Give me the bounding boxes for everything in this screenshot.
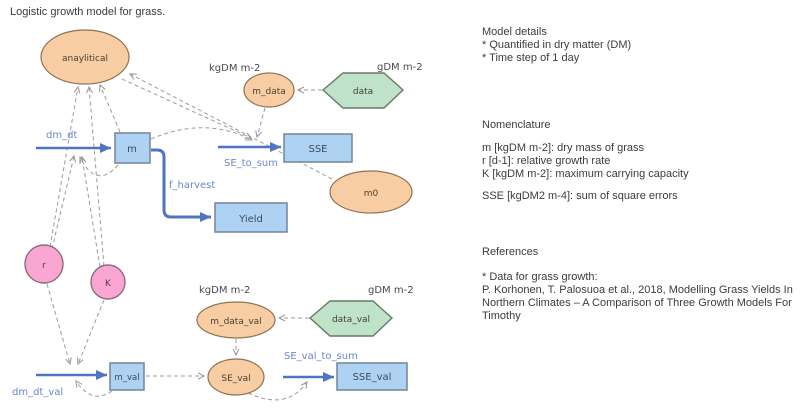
node-m0[interactable] (329, 170, 413, 214)
nomenclature-sse-item: SSE [kgDM2 m-4]: sum of square errors (482, 190, 678, 202)
unit-kgdm-bottom: kgDM m-2 (199, 285, 250, 296)
node-data-val-hexagon[interactable] (308, 300, 394, 337)
dep-r-to-dmdt[interactable] (51, 154, 77, 250)
references-citation: P. Korhonen, T. Palosuoa et al., 2018, M… (482, 284, 793, 322)
model-diagram: anaylitical m_data data m SSE m0 Yield r… (12, 29, 423, 401)
nomenclature-item: K [kgDM m-2]: maximum carrying capacity (482, 168, 689, 180)
unit-kgdm-top: kgDM m-2 (209, 63, 260, 74)
model-details-item: * Time step of 1 day (482, 52, 580, 64)
nomenclature-heading: Nomenclature (482, 119, 551, 131)
dep-anaylitical-to-setosum[interactable] (121, 78, 253, 139)
flow-label-dm-dt: dm_dt (46, 130, 77, 141)
node-data-val-label: data_val (332, 315, 370, 325)
model-details-item: * Quantified in dry matter (DM) (482, 39, 632, 51)
param-k-label: K (105, 279, 112, 289)
references-block: References * Data for grass growth: P. K… (482, 246, 794, 323)
param-r[interactable] (24, 244, 64, 284)
references-item: * Data for grass growth: (482, 271, 598, 283)
dep-mval-to-dmdtval[interactable] (75, 379, 113, 397)
stock-sse-val-label: SSE_val (353, 372, 392, 383)
node-anaylitical[interactable] (40, 29, 130, 85)
dep-mdata-to-setosum[interactable] (255, 107, 266, 139)
dep-seval-to-sevaltosum[interactable] (247, 380, 308, 401)
stock-yield-label: Yield (238, 214, 263, 225)
dep-m-to-anaylitical[interactable] (99, 83, 121, 133)
unit-gdm-top: gDM m-2 (377, 62, 423, 73)
nomenclature-item: r [d-1]: relative growth rate (482, 155, 611, 167)
unit-gdm-bottom: gDM m-2 (368, 285, 414, 296)
stock-m-val-label: m_val (114, 373, 139, 383)
stock-sse[interactable] (283, 133, 353, 163)
references-heading: References (482, 246, 539, 258)
dep-r-to-dmdtval[interactable] (46, 283, 72, 366)
param-k[interactable] (90, 264, 126, 300)
stock-m-label: m (127, 144, 137, 155)
dep-m-to-dmdt[interactable] (79, 155, 119, 177)
model-details-block: Model details * Quantified in dry matter… (482, 26, 794, 65)
node-m0-label: m0 (364, 189, 379, 199)
flow-label-dm-dt-val: dm_dt_val (12, 387, 63, 398)
flow-label-se-val-to-sum: SE_val_to_sum (284, 351, 358, 362)
node-m-data-val-label: m_data_val (210, 317, 261, 327)
node-data-label: data (353, 87, 373, 97)
stock-yield[interactable] (214, 202, 288, 233)
node-m-data-label: m_data (252, 87, 286, 97)
dep-m-to-setosum[interactable] (150, 127, 254, 141)
flow-label-se-to-sum: SE_to_sum (224, 158, 278, 169)
param-r-label: r (42, 261, 46, 271)
model-details-heading: Model details (482, 26, 547, 38)
flow-label-f-harvest: f_harvest (169, 180, 215, 191)
node-se-val[interactable] (207, 358, 265, 396)
dep-k-to-anaylitical[interactable] (86, 85, 105, 267)
node-m-data-val[interactable] (196, 301, 276, 339)
flow-f-harvest[interactable] (151, 148, 211, 222)
node-data-hexagon[interactable] (321, 72, 405, 109)
node-m-data[interactable] (243, 72, 295, 108)
dep-r-to-anaylitical[interactable] (49, 85, 81, 248)
nomenclature-item: m [kgDM m-2]: dry mass of grass (482, 142, 644, 154)
nomenclature-block: Nomenclature m [kgDM m-2]: dry mass of g… (482, 119, 794, 203)
stock-m-val[interactable] (109, 362, 145, 391)
node-anaylitical-label: anaylitical (62, 54, 108, 64)
dep-k-to-dmdtval[interactable] (76, 299, 105, 366)
dep-k-to-dmdt[interactable] (79, 155, 101, 268)
stock-m[interactable] (114, 132, 151, 164)
page-title: Logistic growth model for grass. (10, 6, 166, 18)
node-se-val-label: SE_val (221, 374, 250, 384)
stock-sse-val[interactable] (336, 362, 408, 391)
stock-sse-label: SSE (308, 144, 327, 155)
